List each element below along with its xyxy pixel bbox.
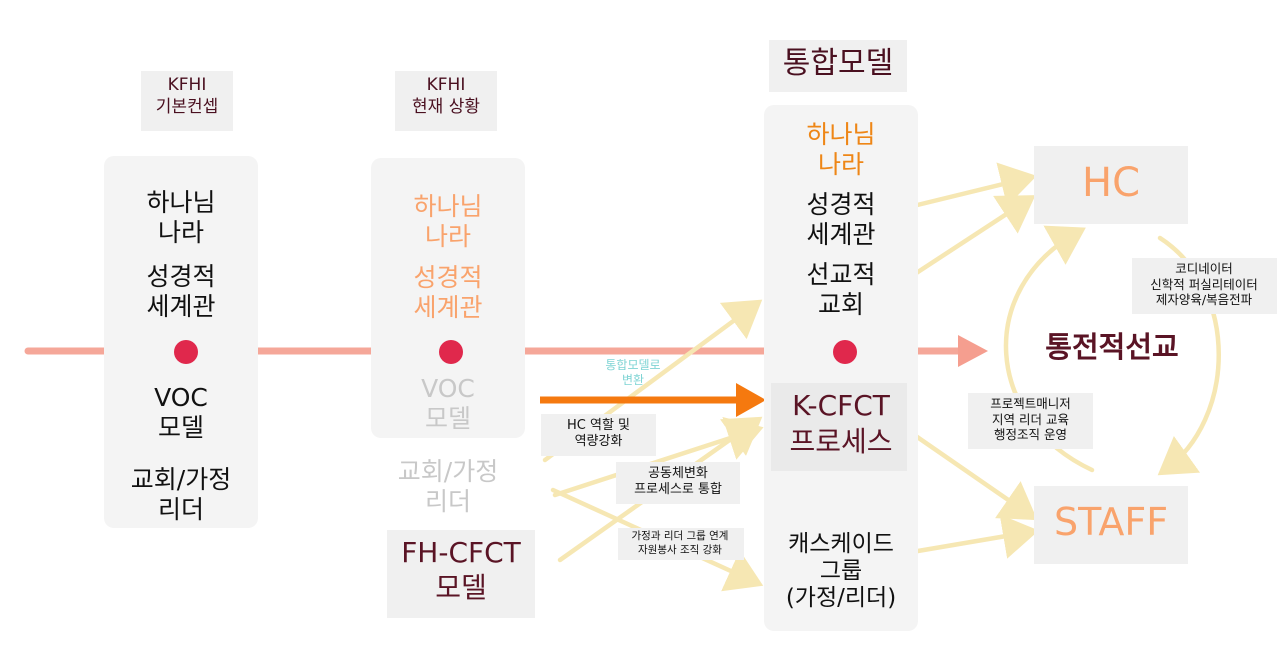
hc-label: HC <box>1081 160 1140 206</box>
staff-to-hc-label: 프로젝트매니저 지역 리더 교육 행정조직 운영 <box>990 396 1071 443</box>
timeline-dot-col3 <box>833 340 857 364</box>
family-leader-label: 가정과 리더 그룹 연계 자원봉사 조직 강화 <box>631 530 729 556</box>
col3-kingdom-of-god: 하나님 나라 <box>806 120 876 179</box>
holistic-mission: 통전적선교 <box>1045 330 1179 364</box>
col1-kingdom-of-god: 하나님 나라 <box>146 188 216 247</box>
col3-missional-church: 선교적 교회 <box>806 260 876 319</box>
col1-header-bg <box>141 71 233 131</box>
fh-cfct-model: FH-CFCT 모델 <box>401 536 521 604</box>
col2-header-bg <box>395 71 497 131</box>
hc-box <box>1034 146 1188 224</box>
timeline-arrowhead <box>958 335 988 367</box>
staff-box <box>1034 486 1188 564</box>
family-leader-label-bg <box>618 528 744 560</box>
col1-church-family-leader: 교회/가정 리더 <box>130 465 232 524</box>
col1-header: KFHI 기본컨셉 <box>155 75 219 118</box>
col2-header: KFHI 현재 상황 <box>412 75 480 118</box>
col2-panel <box>371 158 525 438</box>
col3-panel <box>764 105 918 631</box>
col3-biblical-worldview: 성경적 세계관 <box>806 190 876 249</box>
orange-arrowhead <box>736 383 766 417</box>
col1-biblical-worldview: 성경적 세계관 <box>146 262 216 321</box>
k-cfct-process: K-CFCT 프로세스 <box>789 389 893 458</box>
col3-header-bg <box>769 40 907 92</box>
community-label-bg <box>616 462 740 504</box>
hc-role-label: HC 역할 및 역량강화 <box>567 418 630 450</box>
arrow-process-staff <box>907 429 1038 521</box>
hc-to-staff-label: 코디네이터 신학적 퍼실리테이터 제자양육/복음전파 <box>1150 261 1258 308</box>
col2-kingdom-of-god: 하나님 나라 <box>413 192 483 251</box>
hc-to-staff-label-bg <box>1132 258 1277 314</box>
community-label: 공동체변화 프로세스로 통합 <box>634 466 722 498</box>
col2-biblical-worldview: 성경적 세계관 <box>413 263 483 322</box>
col2-church-family-leader: 교회/가정 리더 <box>397 457 499 516</box>
transition-label: 통합모델로 변환 <box>605 358 661 387</box>
col1-voc-model: VOC 모델 <box>154 383 208 442</box>
col2-voc-model: VOC 모델 <box>421 374 475 433</box>
col3-header: 통합모델 <box>782 46 894 81</box>
fh-cfct-model-bg <box>387 530 535 618</box>
arrow-cascade-staff <box>909 514 1039 559</box>
k-cfct-process-bg <box>771 383 907 471</box>
arrow-church-hc <box>895 195 1036 288</box>
col3-cascade-group: 캐스케이드 그룹 (가정/리더) <box>785 531 897 612</box>
timeline-dot-col1 <box>174 340 198 364</box>
timeline-dot-col2 <box>439 340 463 364</box>
arrow-worldview-hc <box>902 162 1037 211</box>
staff-to-hc-label-bg <box>968 393 1093 449</box>
staff-label: STAFF <box>1053 500 1169 544</box>
hc-role-label-bg <box>541 414 656 456</box>
